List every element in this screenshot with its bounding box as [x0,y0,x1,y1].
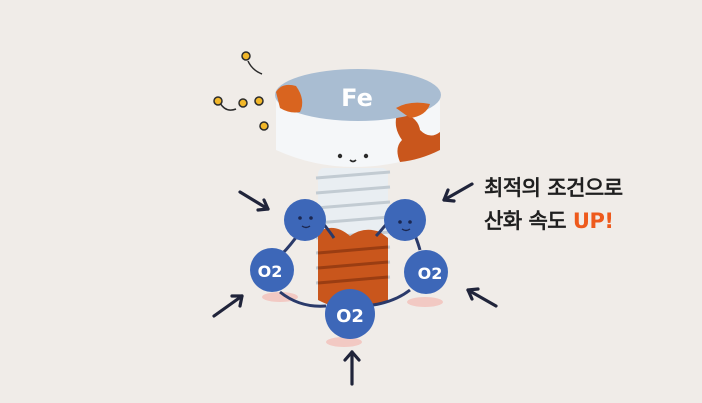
arrow-upper-left-icon [238,190,270,212]
caption-highlight: UP! [572,209,614,233]
arrow-upper-right-icon [442,182,474,203]
caption-line-2-text: 산화 속도 [484,209,573,233]
bolt-shank [315,168,391,309]
molecule-label-3: O2 [258,262,283,281]
caption: 최적의 조건으로 산화 속도 UP! [484,172,623,238]
molecule-o2-2 [384,199,426,241]
molecule-shadows [262,292,443,347]
molecule-o2-1 [284,199,326,241]
molecule-label-5: O2 [336,306,364,327]
bolt-head: Fe [275,69,441,167]
caption-line-1: 최적의 조건으로 [484,176,623,200]
bolt-label: Fe [341,84,373,112]
arrow-lower-left-icon [212,294,244,318]
molecule-label-4: O2 [418,264,443,283]
caption-line-2: 산화 속도 UP! [484,205,623,238]
bolt-face [337,153,369,163]
molecule-o2-3: O2 [250,248,294,292]
arrow-lower-right-icon [466,287,498,308]
molecule-o2-5: O2 [325,289,375,339]
electron-sparks [213,51,269,131]
pressure-arrows [212,182,498,386]
arrow-bottom-icon [343,350,361,386]
molecule-o2-4: O2 [404,250,448,294]
